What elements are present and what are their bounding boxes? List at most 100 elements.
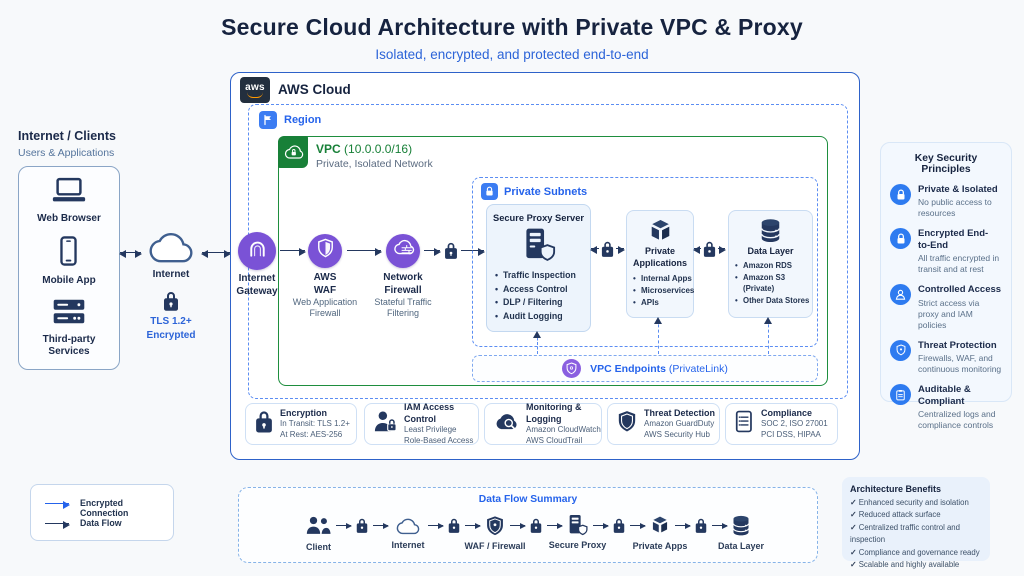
lock-icon — [163, 291, 179, 316]
proxy-bullet: Audit Logging — [495, 310, 590, 324]
secure-proxy-title: Secure Proxy Server — [493, 213, 584, 223]
data-flow-row: Client Internet WAF / Firewall Secure Pr… — [239, 514, 817, 552]
endpoint-connector — [532, 331, 541, 354]
subnet-lock-icon — [481, 183, 498, 200]
shield-icon — [562, 359, 582, 378]
lock-icon — [613, 518, 625, 533]
encrypted-connection-arrow — [119, 250, 142, 258]
feature-line: AWS CloudTrail — [526, 435, 583, 445]
users-icon: Client — [306, 516, 331, 552]
data-bullet: Other Data Stores — [735, 295, 812, 307]
private-subnets-label: Private Subnets — [504, 186, 588, 198]
vpc-endpoints-sublabel: (PrivateLink) — [668, 362, 728, 375]
principle-item: Encrypted End-to-End All traffic encrypt… — [890, 228, 1002, 275]
feature-title: Encryption — [280, 407, 328, 418]
shield-icon: WAF / Firewall — [464, 515, 526, 551]
lock-icon — [890, 228, 911, 250]
clients-heading: Internet / Clients — [18, 129, 116, 143]
feature-line: Amazon CloudWatch — [526, 425, 601, 435]
flow-arrow — [675, 523, 691, 530]
aws-logo: aws — [240, 77, 270, 103]
flow-arrow — [593, 523, 609, 530]
feature-title: IAM Access Control — [404, 401, 455, 424]
private-subnets-box — [472, 177, 818, 347]
flow-arrow — [280, 248, 306, 256]
flow-arrow — [616, 246, 625, 254]
principle-desc: Strict access via proxy and IAM policies — [918, 297, 980, 330]
data-flow-legend-arrow — [45, 521, 70, 529]
clipboard-icon — [890, 384, 911, 406]
principle-desc: Firewalls, WAF, and continuous monitorin… — [918, 353, 1002, 375]
waf-node — [308, 234, 342, 268]
benefit-item: Reduced attack surface — [850, 509, 982, 521]
aws-smile-icon — [247, 92, 263, 98]
principle-title: Controlled Access — [918, 284, 1002, 296]
data-flow-summary-box: Data Flow Summary Client Internet WAF / … — [238, 487, 818, 563]
cloud-icon: Internet — [391, 514, 425, 550]
flow-arrow — [718, 246, 726, 254]
waf-subtitle: Web Application Firewall — [292, 297, 358, 319]
benefits-panel: Architecture Benefits Enhanced security … — [842, 477, 990, 569]
data-bullet-list: Amazon RDS Amazon S3 (Private) Other Dat… — [735, 260, 812, 306]
flow-step-label: Data Layer — [717, 541, 765, 551]
lock-icon — [530, 518, 542, 533]
flow-arrow — [336, 523, 352, 530]
waf-title: AWS WAF — [313, 272, 337, 296]
document-icon — [735, 410, 754, 438]
client-item: Web Browser — [37, 177, 101, 226]
server-icon — [51, 298, 87, 330]
encrypted-connection-legend-arrow — [45, 501, 70, 509]
vpc-cloud-lock-icon — [278, 136, 308, 168]
legend-label: Encrypted Connection — [80, 498, 129, 518]
feature-line: PCI DSS, HIPAA — [761, 429, 821, 439]
flow-arrow — [465, 523, 481, 530]
flow-step-label: WAF / Firewall — [464, 540, 526, 551]
principle-item: Private & Isolated No public access to r… — [890, 184, 1002, 219]
feature-compliance: Compliance SOC 2, ISO 27001 PCI DSS, HIP… — [725, 403, 838, 445]
endpoint-connector — [763, 317, 772, 354]
private-apps-title: Private Applications — [632, 246, 687, 268]
principle-desc: Centralized logs and compliance controls — [918, 409, 996, 431]
principle-title: Auditable & Compliant — [918, 384, 971, 407]
network-firewall-node — [386, 234, 420, 268]
endpoint-connector — [653, 317, 662, 354]
flow-arrow — [510, 523, 526, 530]
flow-arrow — [373, 523, 389, 530]
principle-item: Controlled Access Strict access via prox… — [890, 284, 1002, 331]
network-firewall-subtitle: Stateful Traffic Filtering — [374, 297, 432, 319]
feature-line: Least Privilege — [404, 425, 457, 435]
feature-monitoring: Monitoring & Logging Amazon CloudWatch A… — [484, 401, 602, 445]
flow-arrow — [630, 523, 646, 530]
feature-line: Amazon GuardDuty — [644, 419, 715, 429]
flow-arrow-left — [693, 246, 701, 254]
proxy-bullet: DLP / Filtering — [495, 296, 590, 310]
client-item-label: Third-party Services — [42, 333, 96, 358]
gateway-arch-icon — [246, 237, 269, 265]
principles-title: Key Security Principles — [914, 153, 978, 175]
benefit-item: Scalable and highly available — [850, 559, 982, 571]
proxy-server-shield-icon: Secure Proxy — [549, 514, 606, 550]
cloud-firewall-icon — [391, 237, 415, 265]
page-title: Secure Cloud Architecture with Private V… — [221, 14, 803, 40]
benefit-item: Compliance and governance ready — [850, 547, 982, 559]
apps-bullet: Microservices — [633, 285, 694, 297]
database-icon: Data Layer — [718, 515, 764, 551]
feature-line: At Rest: AES-256 — [280, 429, 343, 439]
lock-icon — [356, 518, 368, 533]
lock-icon — [703, 241, 716, 262]
feature-title: Monitoring & Logging — [526, 401, 582, 424]
feature-encryption: Encryption In Transit: TLS 1.2+ At Rest:… — [245, 403, 357, 445]
feature-title: Compliance — [761, 407, 813, 418]
principle-title: Private & Isolated — [918, 184, 998, 195]
proxy-bullet-list: Traffic Inspection Access Control DLP / … — [495, 269, 590, 323]
internet-gateway-label: Internet Gateway — [236, 273, 278, 297]
flow-arrow — [712, 523, 728, 530]
flow-arrow — [347, 248, 382, 256]
proxy-bullet: Traffic Inspection — [495, 269, 590, 283]
internet-gateway-node — [238, 232, 276, 270]
legend-box: Encrypted Connection Data Flow — [30, 484, 174, 541]
feature-line: SOC 2, ISO 27001 — [761, 419, 828, 429]
principle-item: Threat Protection Firewalls, WAF, and co… — [890, 339, 1002, 375]
flow-step-label: Private Apps — [632, 541, 688, 551]
